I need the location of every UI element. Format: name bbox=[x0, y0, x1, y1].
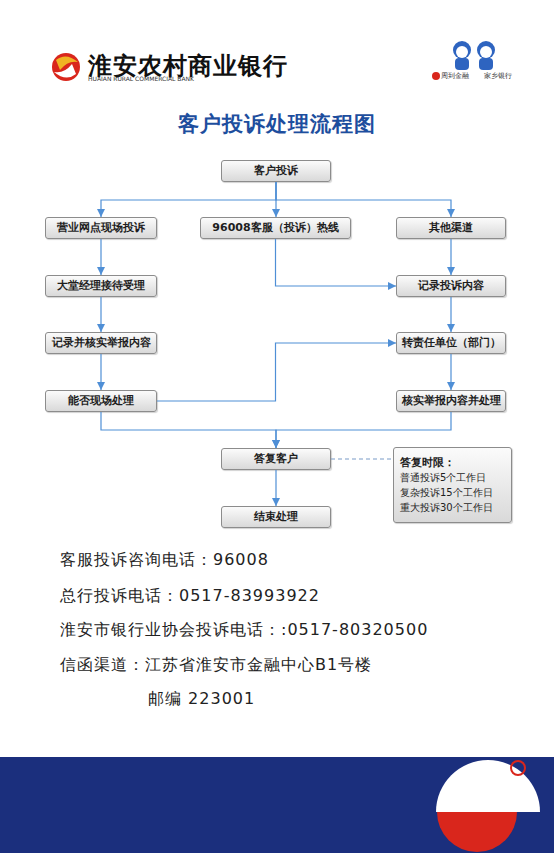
flow-arrow bbox=[100, 297, 101, 332]
flow-arrow bbox=[276, 239, 397, 286]
process-box: 转责任单位（部门） bbox=[396, 332, 506, 354]
box-text: 转责任单位（部门） bbox=[402, 336, 501, 350]
mascot-body bbox=[479, 58, 493, 70]
flow-arrow bbox=[276, 182, 451, 217]
process-box: 能否现场处理 bbox=[45, 390, 157, 412]
footer-ring bbox=[511, 761, 525, 775]
diagram-title: 客户投诉处理流程图 bbox=[0, 110, 554, 138]
box-text: 结束处理 bbox=[254, 510, 298, 524]
note-heading: 答复时限： bbox=[400, 455, 455, 470]
mascot-face bbox=[456, 46, 468, 58]
process-box: 96008客服（投诉）热线 bbox=[200, 217, 351, 239]
note-line: 复杂投诉15个工作日 bbox=[400, 485, 493, 500]
process-box: 核实举报内容并处理 bbox=[396, 390, 506, 412]
flow-arrow bbox=[275, 470, 276, 506]
process-box: 结束处理 bbox=[221, 506, 331, 528]
process-box: 大堂经理接待受理 bbox=[45, 275, 157, 297]
box-text: 能否现场处理 bbox=[68, 394, 134, 408]
note-line: 普通投诉5个工作日 bbox=[400, 470, 486, 485]
dashed-connector bbox=[331, 458, 393, 459]
flow-arrow bbox=[100, 354, 101, 390]
box-text: 记录投诉内容 bbox=[418, 279, 484, 293]
flow-arrow bbox=[276, 412, 451, 448]
box-text: 记录并核实举报内容 bbox=[52, 336, 151, 350]
mascot-head bbox=[453, 41, 471, 59]
flow-arrow bbox=[275, 182, 276, 217]
process-box: 客户投诉 bbox=[221, 160, 331, 182]
mascot-body bbox=[455, 58, 469, 70]
bank-logo bbox=[52, 53, 80, 81]
box-text: 营业网点现场投诉 bbox=[57, 221, 145, 235]
flow-arrow bbox=[157, 343, 396, 401]
footer-band bbox=[0, 757, 554, 853]
footer-dome bbox=[436, 760, 540, 812]
footer-half-disc bbox=[437, 812, 517, 852]
logo-swirl bbox=[56, 56, 78, 70]
process-box: 记录投诉内容 bbox=[396, 275, 506, 297]
box-text: 客户投诉 bbox=[254, 164, 298, 178]
box-text: 答复客户 bbox=[254, 452, 298, 466]
contact-line: 信函渠道：江苏省淮安市金融中心B1号楼 bbox=[60, 655, 372, 676]
mascot-badge bbox=[432, 72, 440, 80]
flow-arrow bbox=[100, 239, 101, 275]
mascot-head bbox=[477, 41, 495, 59]
logo-swirl bbox=[54, 64, 76, 78]
logo-circle bbox=[52, 53, 80, 81]
box-text: 大堂经理接待受理 bbox=[57, 279, 145, 293]
flow-arrow bbox=[101, 412, 276, 448]
process-box: 其他渠道 bbox=[396, 217, 506, 239]
flow-arrow bbox=[450, 354, 451, 390]
contact-line: 淮安市银行业协会投诉电话：:0517-80320500 bbox=[60, 620, 428, 641]
flow-arrow bbox=[101, 182, 276, 217]
note-line: 重大投诉30个工作日 bbox=[400, 500, 493, 515]
process-box: 记录并核实举报内容 bbox=[45, 332, 157, 354]
box-text: 96008客服（投诉）热线 bbox=[212, 221, 338, 235]
process-box: 答复客户 bbox=[221, 448, 331, 470]
flow-arrow bbox=[450, 239, 451, 275]
contact-line: 邮编 223001 bbox=[148, 689, 255, 710]
contact-line: 总行投诉电话：0517-83993922 bbox=[60, 586, 320, 607]
box-text: 其他渠道 bbox=[429, 221, 473, 235]
bank-name-en: HUAIAN RURAL COMMERCIAL BANK bbox=[88, 75, 194, 82]
mascot-face bbox=[480, 46, 492, 58]
footer-rect bbox=[0, 757, 554, 853]
slogan: 家乡银行 bbox=[484, 71, 512, 81]
note-box: 答复时限：普通投诉5个工作日复杂投诉15个工作日重大投诉30个工作日 bbox=[393, 447, 512, 523]
box-text: 核实举报内容并处理 bbox=[402, 394, 501, 408]
flow-arrow bbox=[450, 297, 451, 332]
slogan: 周到金融 bbox=[441, 71, 469, 81]
process-box: 营业网点现场投诉 bbox=[45, 217, 157, 239]
contact-line: 客服投诉咨询电话：96008 bbox=[60, 550, 269, 571]
